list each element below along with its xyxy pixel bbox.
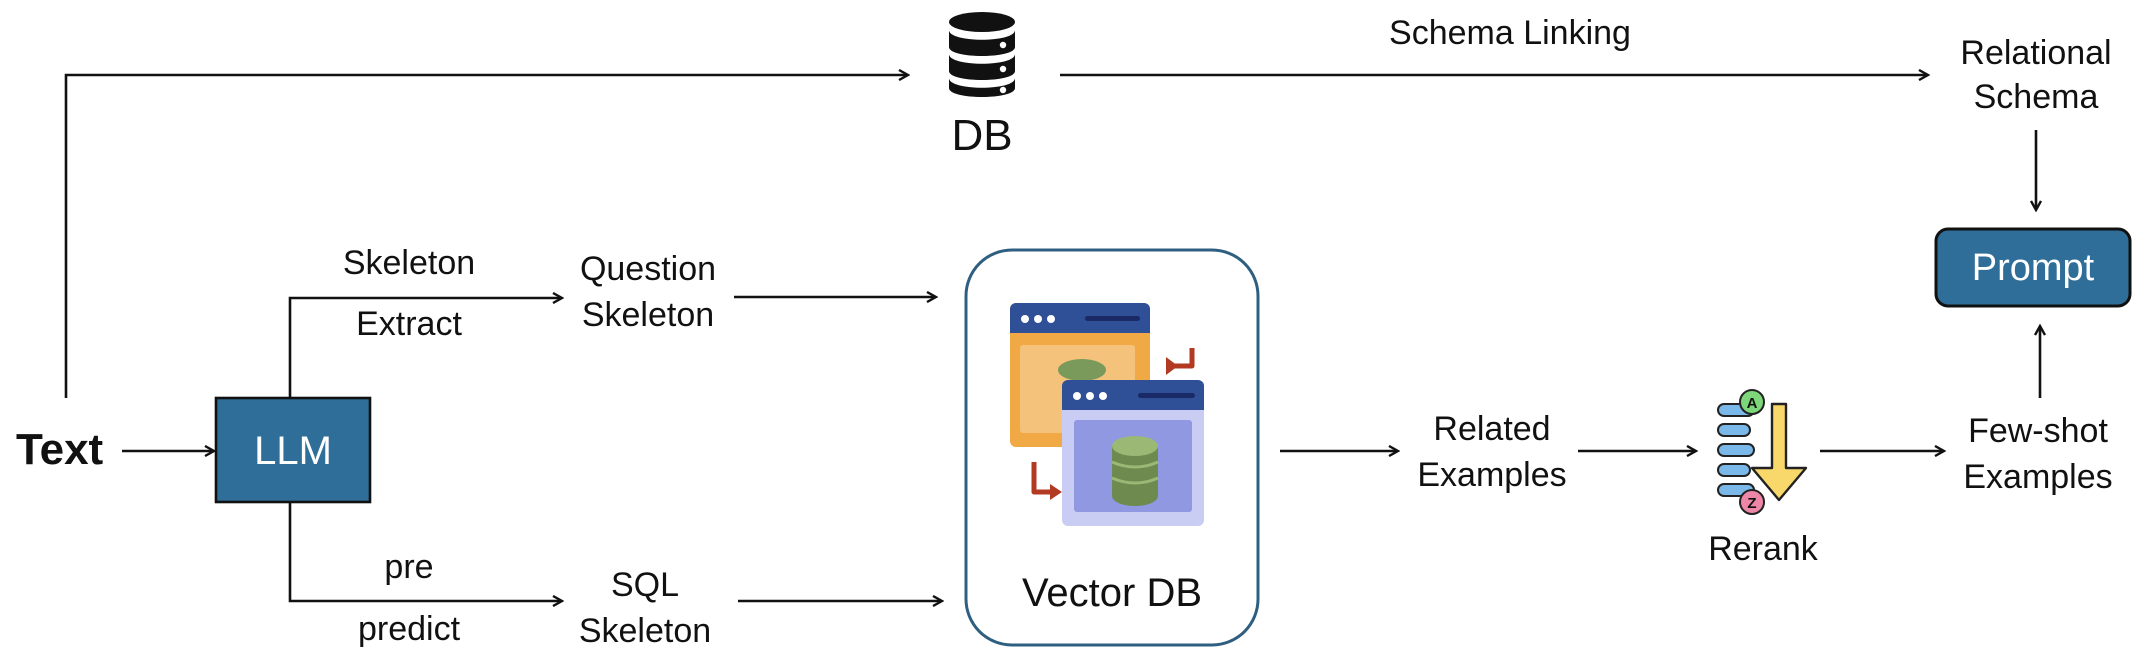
relational-schema-line2: Schema [1974, 78, 2099, 116]
vector-db-label: Vector DB [1022, 571, 1202, 615]
skeleton-extract-line2: Extract [356, 305, 462, 343]
relational-schema-line1: Relational [1960, 34, 2111, 72]
related-examples-line2: Examples [1417, 456, 1566, 494]
llm-label: LLM [254, 429, 332, 473]
skeleton-extract-line1: Skeleton [343, 244, 475, 282]
arrow-llm-to-sql-skeleton [288, 502, 562, 601]
arrow-llm-to-question-skeleton [288, 298, 562, 398]
svg-text:A: A [1747, 395, 1758, 412]
question-skeleton-line1: Question [580, 250, 716, 288]
prompt-label: Prompt [1972, 247, 2095, 289]
pre-predict-line2: predict [358, 610, 461, 648]
db-label: DB [951, 111, 1012, 160]
related-examples-line1: Related [1433, 410, 1550, 448]
few-shot-examples-line2: Examples [1963, 458, 2112, 496]
few-shot-examples-line1: Few-shot [1968, 412, 2108, 450]
sql-skeleton-line1: SQL [611, 566, 679, 604]
text-input-label: Text [16, 425, 104, 474]
pre-predict-line1: pre [384, 548, 433, 586]
svg-text:Z: Z [1747, 495, 1756, 512]
rerank-label: Rerank [1708, 530, 1819, 568]
rerank-sort-icon: A Z [1717, 389, 1808, 515]
question-skeleton-line2: Skeleton [582, 296, 714, 334]
sql-skeleton-line2: Skeleton [579, 612, 711, 650]
database-icon [949, 12, 1015, 97]
prompt-box [1934, 227, 2132, 308]
arrow-text-to-db [64, 75, 908, 398]
vector-database-icon [1010, 303, 1204, 526]
connectors [64, 75, 2040, 601]
llm-box [214, 396, 372, 504]
schema-linking-label: Schema Linking [1389, 14, 1631, 52]
